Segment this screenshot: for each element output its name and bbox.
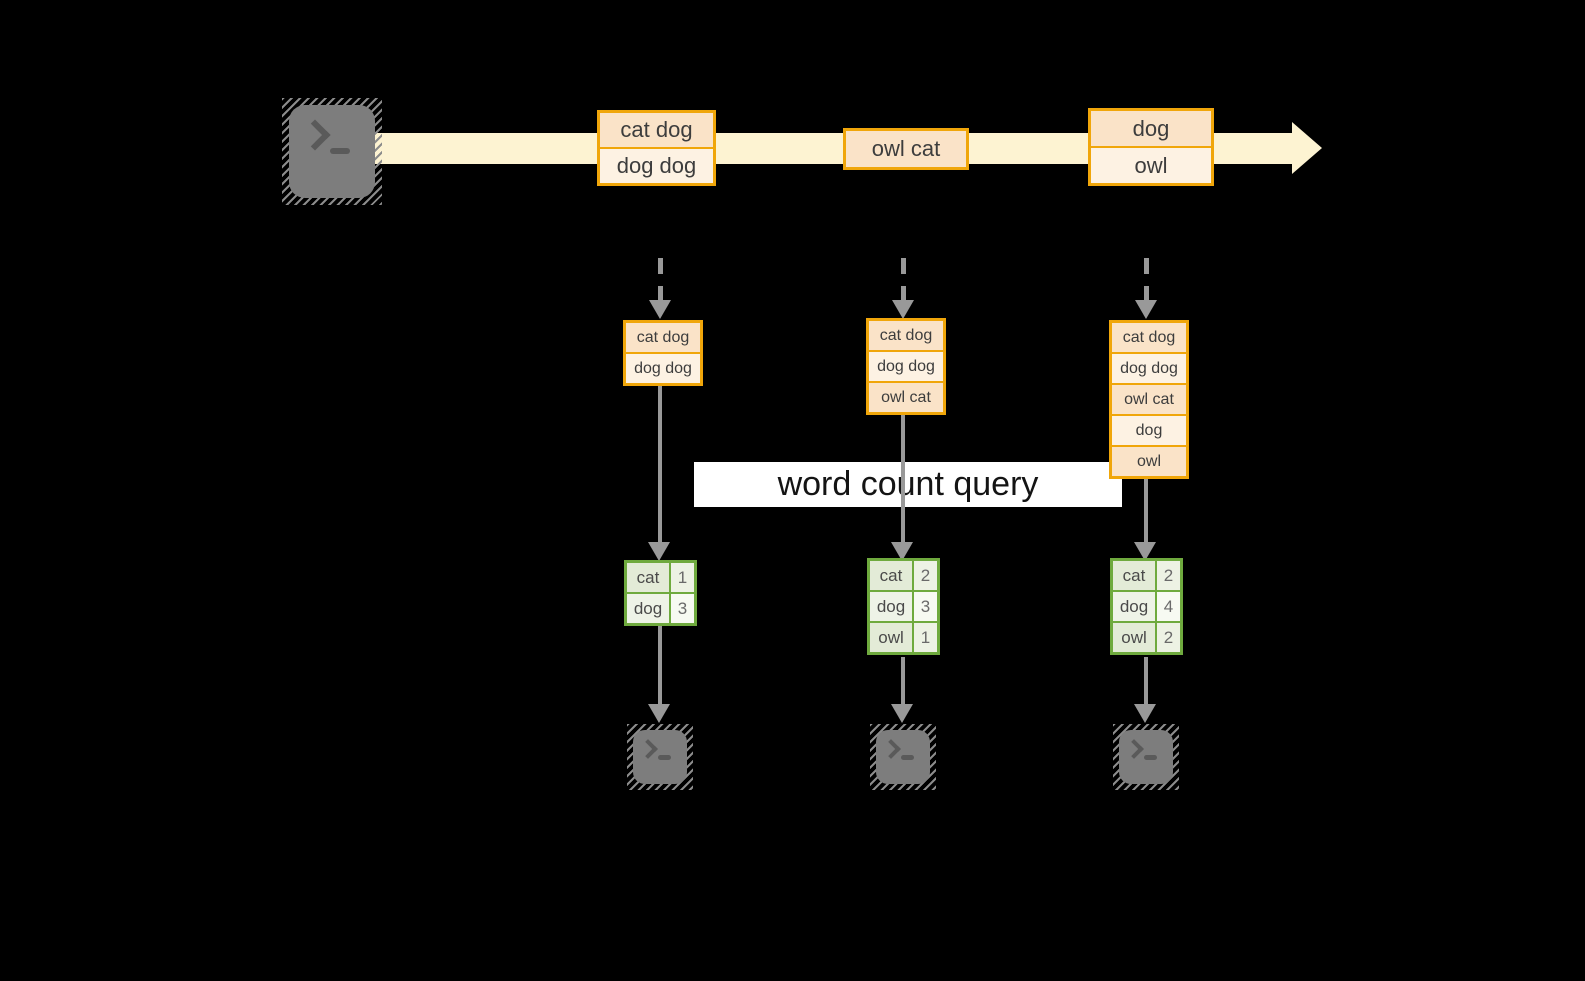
terminal-prompt-icon	[881, 738, 901, 759]
count-row: dog 3	[627, 592, 694, 623]
stack-cell: cat dog	[1112, 323, 1186, 352]
terminal-screen	[633, 730, 687, 784]
count-row: dog 4	[1113, 590, 1180, 621]
ingested-stack-2: cat dog dog dog owl cat	[866, 318, 946, 415]
ingest-arrowhead-1	[649, 300, 671, 319]
query-banner-label: word count query	[777, 465, 1039, 503]
count-word: cat	[870, 561, 914, 590]
ingested-stack-3: cat dog dog dog owl cat dog owl	[1109, 320, 1189, 479]
count-value: 4	[1157, 592, 1180, 621]
sink-terminal-icon-1	[627, 724, 693, 790]
ingest-arrow-line-2	[901, 258, 906, 300]
output-arrowhead-2	[891, 704, 913, 723]
stack-cell: dog dog	[626, 352, 700, 383]
count-row: cat 2	[870, 561, 937, 590]
query-arrowhead-3	[1134, 542, 1156, 561]
count-row: owl 2	[1113, 621, 1180, 652]
query-arrow-line-3	[1144, 479, 1148, 542]
output-arrow-line-3	[1144, 657, 1148, 704]
count-value: 2	[914, 561, 937, 590]
stack-cell: owl	[1112, 445, 1186, 476]
count-value: 3	[914, 592, 937, 621]
ingest-arrow-line-1	[658, 258, 663, 300]
source-terminal-icon	[282, 98, 382, 205]
terminal-screen	[876, 730, 930, 784]
query-arrowhead-1	[648, 542, 670, 561]
query-banner: word count query	[694, 462, 1122, 507]
count-row: cat 2	[1113, 561, 1180, 590]
output-arrow-line-2	[901, 657, 905, 704]
stream-arrowhead-icon	[1292, 122, 1322, 174]
stack-cell: cat dog	[626, 323, 700, 352]
ingested-stack-1: cat dog dog dog	[623, 320, 703, 386]
count-word: dog	[870, 592, 914, 621]
terminal-prompt-icon	[299, 119, 332, 151]
count-word: dog	[627, 594, 671, 623]
count-row: cat 1	[627, 563, 694, 592]
output-arrow-line-1	[658, 626, 662, 704]
stack-cell: dog	[1112, 414, 1186, 445]
stream-event-box-2: owl cat	[843, 128, 969, 170]
count-word: dog	[1113, 592, 1157, 621]
query-arrow-line-1	[658, 386, 662, 542]
stream-event-box-3: dog owl	[1088, 108, 1214, 186]
ingest-arrow-line-3	[1144, 258, 1149, 300]
output-arrowhead-3	[1134, 704, 1156, 723]
stack-cell: dog dog	[869, 350, 943, 381]
query-arrow-line-2	[901, 415, 905, 542]
terminal-prompt-icon	[1124, 738, 1144, 759]
count-table-2: cat 2 dog 3 owl 1	[867, 558, 940, 655]
count-word: cat	[627, 563, 671, 592]
stack-cell: owl cat	[1112, 383, 1186, 414]
stream-event-box-1: cat dog dog dog	[597, 110, 716, 186]
query-arrowhead-2	[891, 542, 913, 561]
event-record: owl	[1091, 146, 1211, 183]
event-record: dog	[1091, 111, 1211, 146]
terminal-screen	[1119, 730, 1173, 784]
count-word: owl	[870, 623, 914, 652]
event-record: cat dog	[600, 113, 713, 147]
terminal-cursor-icon	[330, 147, 351, 154]
terminal-screen	[289, 105, 375, 198]
terminal-cursor-icon	[900, 754, 914, 760]
count-table-1: cat 1 dog 3	[624, 560, 697, 626]
count-table-3: cat 2 dog 4 owl 2	[1110, 558, 1183, 655]
sink-terminal-icon-2	[870, 724, 936, 790]
ingest-arrowhead-2	[892, 300, 914, 319]
count-row: owl 1	[870, 621, 937, 652]
sink-terminal-icon-3	[1113, 724, 1179, 790]
count-value: 2	[1157, 561, 1180, 590]
count-word: owl	[1113, 623, 1157, 652]
event-record: dog dog	[600, 147, 713, 183]
count-value: 2	[1157, 623, 1180, 652]
count-row: dog 3	[870, 590, 937, 621]
stack-cell: dog dog	[1112, 352, 1186, 383]
terminal-cursor-icon	[657, 754, 671, 760]
stack-cell: cat dog	[869, 321, 943, 350]
terminal-prompt-icon	[638, 738, 658, 759]
count-value: 1	[671, 563, 694, 592]
count-value: 1	[914, 623, 937, 652]
event-record: owl cat	[846, 131, 966, 167]
ingest-arrowhead-3	[1135, 300, 1157, 319]
stack-cell: owl cat	[869, 381, 943, 412]
terminal-cursor-icon	[1143, 754, 1157, 760]
output-arrowhead-1	[648, 704, 670, 723]
count-word: cat	[1113, 561, 1157, 590]
count-value: 3	[671, 594, 694, 623]
